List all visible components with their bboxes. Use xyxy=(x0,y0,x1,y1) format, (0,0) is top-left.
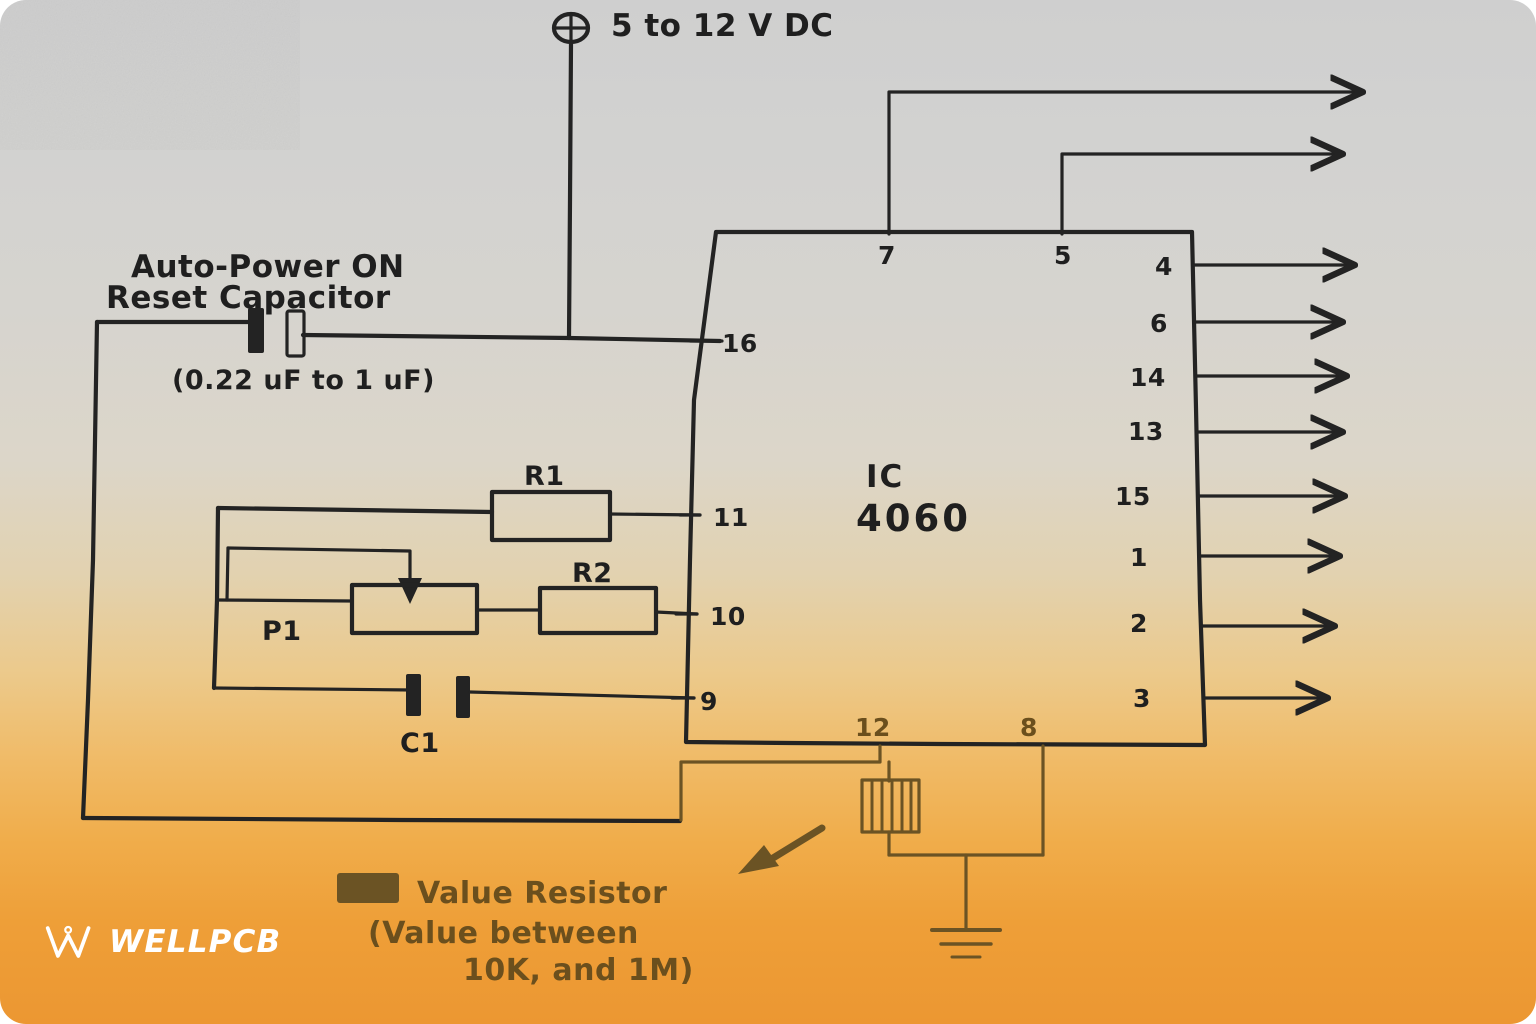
p1-wiper-wire xyxy=(226,546,412,592)
pin-label-15: 15 xyxy=(1115,482,1151,511)
c1-label: C1 xyxy=(400,728,440,759)
pin12-reset-wire xyxy=(679,744,882,822)
ic-top-pin-routes xyxy=(887,92,1360,236)
c1-capacitor-symbol xyxy=(406,674,470,718)
c1-left-wire xyxy=(212,686,414,692)
ic-4060-body xyxy=(683,229,1208,748)
ic-right-output-arrows xyxy=(1191,265,1352,698)
pin-label-16: 16 xyxy=(722,329,758,358)
p1-left-wire xyxy=(216,598,354,603)
supply-label: 5 to 12 V DC xyxy=(611,8,833,44)
pin-label-14: 14 xyxy=(1130,363,1166,392)
c1-right-wire xyxy=(468,690,696,700)
reset-cap-label-line2: Reset Capacitor xyxy=(106,280,391,316)
r1-right-wire xyxy=(608,512,702,517)
pin-label-10: 10 xyxy=(710,602,746,631)
ic-label-line1: IC xyxy=(866,459,904,495)
pin-label-7: 7 xyxy=(878,241,896,270)
legend-line1: Value Resistor xyxy=(417,876,667,911)
pin-label-8: 8 xyxy=(1020,713,1038,742)
bottom-rail xyxy=(80,815,683,824)
pin-label-3: 3 xyxy=(1133,684,1151,713)
pin-label-4: 4 xyxy=(1155,252,1173,281)
legend-swatch-icon xyxy=(337,873,399,903)
wellpcb-wordmark: WELLPCB xyxy=(109,924,282,960)
p1-wiper-bus xyxy=(225,546,230,602)
pin-label-12: 12 xyxy=(855,713,891,742)
pin-label-13: 13 xyxy=(1128,417,1164,446)
pin-label-1: 1 xyxy=(1130,543,1148,572)
r2-label: R2 xyxy=(572,558,613,589)
r1-resistor-box xyxy=(489,489,613,543)
legend-line3: 10K, and 1M) xyxy=(463,953,694,988)
reset-capacitor-symbol xyxy=(248,308,306,358)
pin-label-5: 5 xyxy=(1054,241,1072,270)
wellpcb-watermark: WELLPCB xyxy=(44,922,281,962)
supply-wire xyxy=(566,40,574,341)
pin-label-11: 11 xyxy=(713,503,749,532)
left-ground-rail xyxy=(80,319,100,821)
p1-left-bus xyxy=(211,505,221,691)
wellpcb-w-logo-icon xyxy=(45,925,91,958)
legend-arrow-icon xyxy=(738,824,826,874)
pin-label-9: 9 xyxy=(700,687,718,716)
pin-label-6: 6 xyxy=(1150,309,1168,338)
ic-label-line2: 4060 xyxy=(856,497,971,540)
pin-label-2: 2 xyxy=(1130,609,1148,638)
vcc-rail-to-pin16 xyxy=(300,332,723,344)
r1-label: R1 xyxy=(524,461,565,492)
ground-symbol-icon xyxy=(930,853,1002,959)
value-resistor-symbol xyxy=(860,760,921,857)
r2-right-wire xyxy=(654,610,699,616)
reset-cap-label-line1: Auto-Power ON xyxy=(131,249,405,285)
r1-left-wire xyxy=(215,505,495,515)
legend-line2: (Value between xyxy=(368,916,639,951)
p1-label: P1 xyxy=(262,616,302,647)
reset-cap-value: (0.22 uF to 1 uF) xyxy=(172,365,435,396)
